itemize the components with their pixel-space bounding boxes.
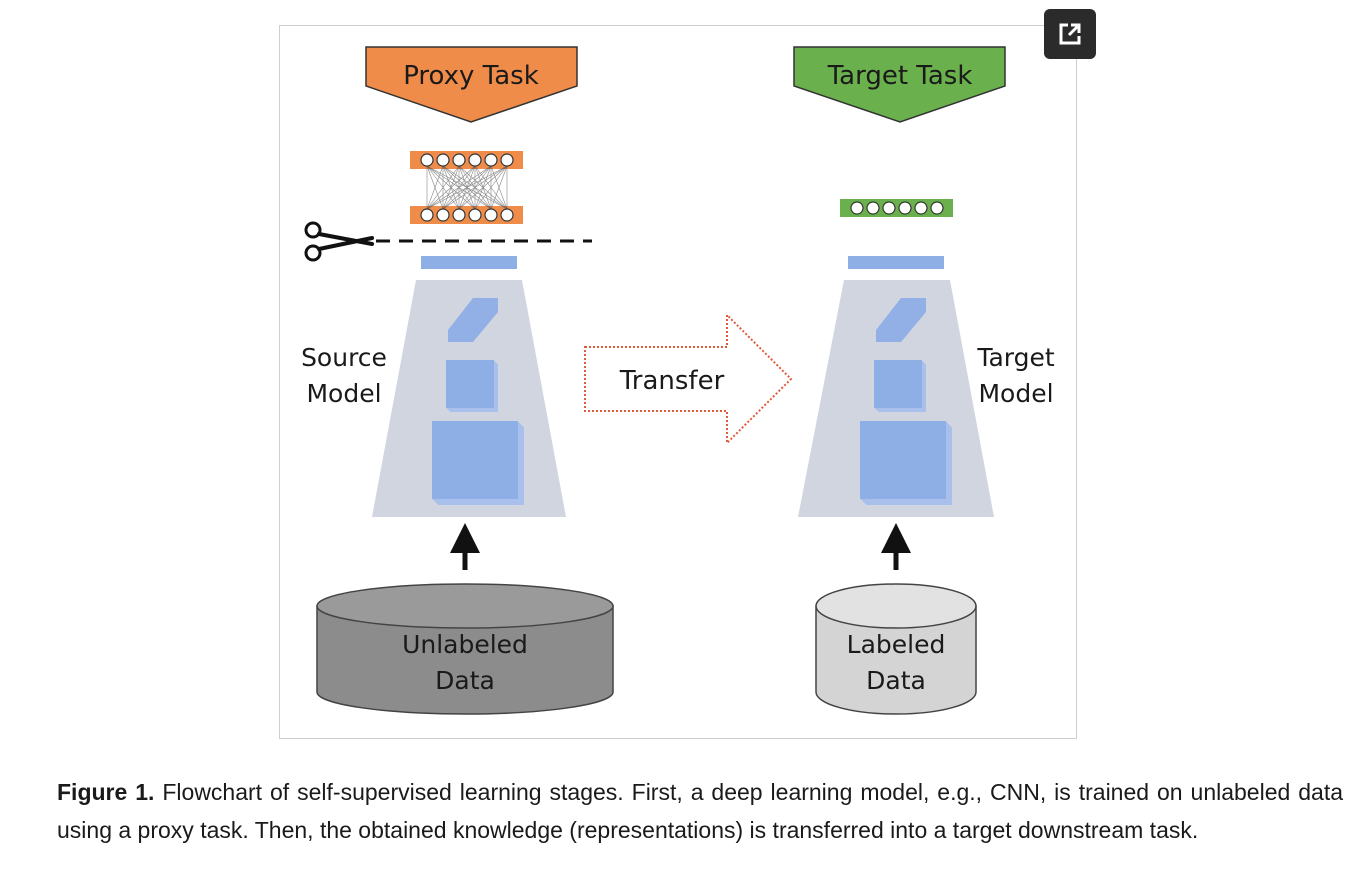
scissors-icon	[304, 221, 374, 262]
labeled-data-label: Labeled	[847, 630, 946, 659]
proxy-task-banner: Proxy Task	[365, 46, 578, 123]
feature-block	[860, 421, 946, 499]
labeled-data-label-line2: Data	[866, 666, 926, 695]
source-model-label-line2: Model	[306, 379, 381, 408]
neuron-node	[500, 153, 514, 167]
figure-caption: Figure 1. Flowchart of self-supervised l…	[57, 774, 1343, 849]
neuron-node	[850, 201, 864, 215]
neuron-node	[436, 208, 450, 222]
proxy-head-network	[410, 151, 523, 224]
neuron-node	[468, 208, 482, 222]
feature-block	[876, 298, 926, 342]
neuron-node	[500, 208, 514, 222]
figure-diagram: Proxy Task Target Task Source Model Tar	[301, 46, 1055, 715]
target-model-label-line2: Model	[978, 379, 1053, 408]
expand-icon	[1059, 23, 1081, 45]
neuron-node	[436, 153, 450, 167]
neuron-node	[452, 208, 466, 222]
transfer-label: Transfer	[619, 366, 725, 396]
neuron-node	[866, 201, 880, 215]
proxy-task-label: Proxy Task	[403, 61, 539, 91]
neuron-node	[420, 153, 434, 167]
source-model-label: Source	[301, 343, 387, 372]
target-head-layer	[840, 199, 953, 217]
neuron-node	[420, 208, 434, 222]
source-model	[372, 256, 566, 517]
target-task-label: Target Task	[827, 61, 973, 91]
target-model	[798, 256, 994, 517]
feature-block	[448, 298, 498, 342]
neuron-node	[898, 201, 912, 215]
neuron-node	[882, 201, 896, 215]
caption-label: Figure 1.	[57, 779, 155, 805]
neuron-node	[452, 153, 466, 167]
target-task-banner: Target Task	[793, 46, 1006, 123]
feature-block	[446, 360, 494, 408]
neuron-node	[914, 201, 928, 215]
feature-block	[874, 360, 922, 408]
labeled-data-cylinder: Labeled Data	[815, 583, 977, 715]
transfer-arrow: Transfer	[584, 312, 793, 446]
neuron-node	[484, 208, 498, 222]
neuron-node	[468, 153, 482, 167]
neuron-node	[930, 201, 944, 215]
target-model-label: Target	[976, 343, 1055, 372]
unlabeled-data-cylinder: Unlabeled Data	[316, 583, 614, 715]
unlabeled-data-label: Unlabeled	[402, 630, 528, 659]
caption-text: Flowchart of self-supervised learning st…	[57, 779, 1343, 843]
expand-button[interactable]	[1044, 9, 1096, 59]
feature-block	[432, 421, 518, 499]
neuron-node	[484, 153, 498, 167]
unlabeled-data-label-line2: Data	[435, 666, 495, 695]
